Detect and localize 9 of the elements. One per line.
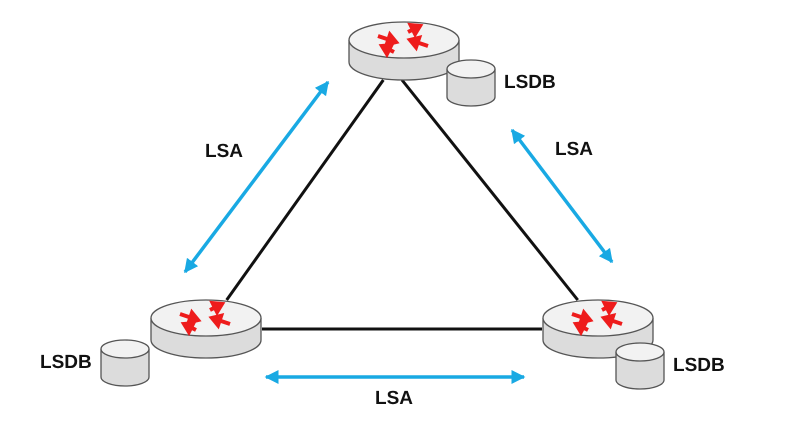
arrow-label: LSA bbox=[555, 139, 593, 161]
arrow-label: LSA bbox=[375, 388, 413, 410]
link-line bbox=[400, 79, 579, 301]
arrow-label: LSA bbox=[205, 141, 243, 163]
database-label: LSDB bbox=[504, 72, 556, 94]
database-label: LSDB bbox=[40, 352, 92, 374]
link-line bbox=[262, 328, 542, 330]
link-line bbox=[225, 79, 385, 301]
database-label: LSDB bbox=[673, 355, 725, 377]
